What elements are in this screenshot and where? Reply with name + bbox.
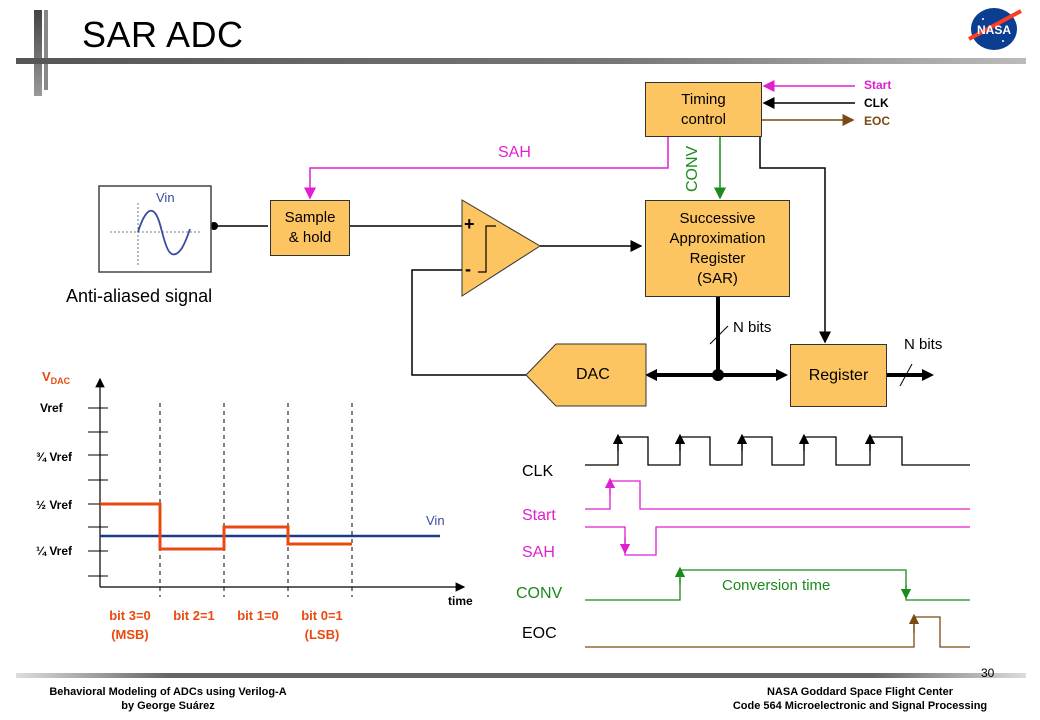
timing-control-block: Timing control	[645, 82, 762, 137]
conv-waveform	[585, 569, 970, 601]
block-diagram-wiring	[210, 80, 934, 407]
conversion-time-label: Conversion time	[722, 577, 830, 594]
vdac-ylabel: VDAC	[42, 369, 71, 386]
bit2-label: bit 2=1	[173, 608, 215, 623]
vdac-ticks	[88, 407, 108, 577]
page-number: 30	[981, 666, 995, 680]
input-vin-label: Vin	[156, 190, 175, 205]
clk-signal-label: CLK	[864, 96, 889, 110]
conv-signal-label: CONV	[684, 145, 701, 192]
sah-waveform	[585, 526, 970, 556]
tick-vref: Vref	[40, 401, 64, 415]
start-waveform	[585, 480, 970, 510]
anti-aliased-caption: Anti-aliased signal	[66, 286, 213, 306]
bit3-sub-label: (MSB)	[111, 627, 149, 642]
footer-right: NASA Goddard Space Flight Center Code 56…	[732, 686, 988, 712]
register-load-line	[759, 136, 831, 344]
bus-arrow-register	[776, 369, 788, 381]
tick-three-quarter-vref: ¾ Vref	[36, 450, 73, 464]
vdac-step-trace	[100, 502, 352, 551]
bus-slash-a	[709, 325, 729, 345]
bit0-sub-label: (LSB)	[305, 627, 340, 642]
comparator-minus: -	[465, 259, 471, 279]
vdac-xlabel: time	[448, 594, 473, 608]
sine-wave	[137, 209, 191, 256]
timing-row-sah: SAH	[522, 544, 555, 561]
eoc-waveform	[585, 616, 970, 648]
page-title: SAR ADC	[82, 14, 244, 55]
nbits-label-b: N bits	[904, 336, 943, 353]
timing-row-eoc: EOC	[522, 625, 557, 642]
bus-slash-b	[899, 363, 913, 387]
bus-arrow-dac	[645, 369, 657, 381]
sar-block: Successive Approximation Register (SAR)	[645, 200, 790, 297]
nasa-logo: NASA	[968, 8, 1022, 50]
nbits-label-a: N bits	[733, 319, 772, 336]
timing-row-conv: CONV	[516, 585, 563, 602]
tick-half-vref: ½ Vref	[36, 498, 73, 512]
sah-signal-label: SAH	[498, 144, 531, 161]
register-block: Register	[790, 344, 887, 407]
bit0-label: bit 0=1	[301, 608, 343, 623]
vdac-plot: VDAC Vref ¾ Vref ½ Vref ¼ Vref Vin time …	[36, 369, 473, 642]
header-decoration	[16, 10, 1026, 96]
register-output-arrow	[922, 369, 934, 381]
bit1-label: bit 1=0	[237, 608, 279, 623]
footer-rule	[16, 673, 1026, 678]
clk-edge-arrows	[612, 433, 876, 451]
timing-diagram: CLK Start SAH CONV EOC Conversion time	[516, 433, 970, 648]
bus-junction	[712, 369, 724, 381]
tick-quarter-vref: ¼ Vref	[36, 544, 73, 558]
vdac-vin-label: Vin	[426, 513, 445, 528]
footer-left: Behavioral Modeling of ADCs using Verilo…	[49, 686, 287, 712]
dac-block	[525, 343, 647, 407]
input-signal-box: Vin	[98, 185, 212, 273]
bit-labels: bit 3=0 (MSB) bit 2=1 bit 1=0 bit 0=1 (L…	[109, 608, 343, 642]
timing-row-clk: CLK	[522, 463, 553, 480]
comparator-plus: +	[464, 214, 475, 234]
start-signal-label: Start	[864, 78, 892, 92]
timing-row-start: Start	[522, 507, 556, 524]
dac-label: DAC	[576, 366, 610, 383]
vdac-bit-dividers	[159, 403, 353, 597]
clk-waveform	[585, 436, 970, 466]
sah-control-line	[304, 136, 669, 200]
comparator-hysteresis-symbol	[478, 225, 496, 273]
sample-hold-block: Sample & hold	[270, 200, 350, 256]
bit3-label: bit 3=0	[109, 608, 151, 623]
nasa-logo-text: NASA	[977, 23, 1011, 37]
input-node	[210, 222, 218, 230]
eoc-signal-label: EOC	[864, 114, 891, 128]
dac-feedback-wire	[411, 269, 526, 376]
